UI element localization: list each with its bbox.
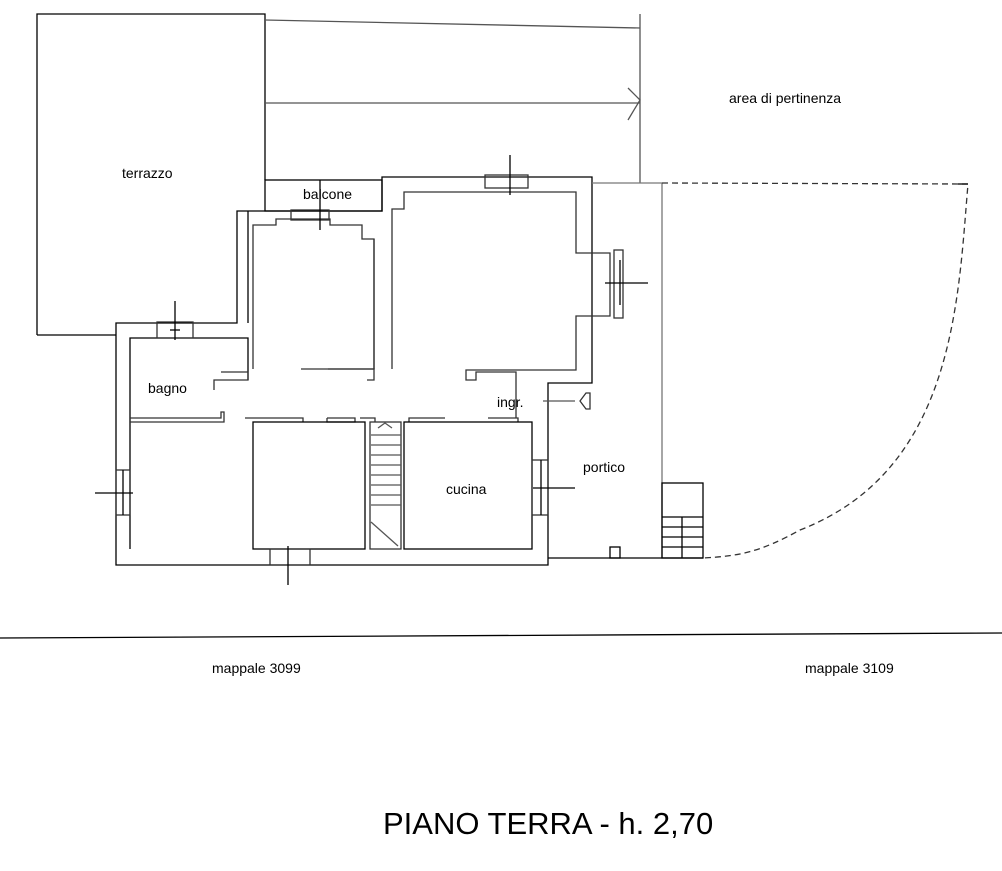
plan-title: PIANO TERRA - h. 2,70 (383, 806, 714, 841)
area-label: area di pertinenza (729, 90, 842, 106)
parcel-label-right: mappale 3109 (805, 660, 894, 676)
entrance-arrow-icon (579, 392, 591, 410)
room-label-bagno: bagno (148, 380, 187, 396)
room-label-cucina: cucina (446, 481, 487, 497)
window-markers (95, 155, 648, 585)
room-label-terrazzo: terrazzo (122, 165, 173, 181)
stairs (370, 422, 401, 547)
outer-walls (115, 176, 593, 566)
boundary-lines (0, 14, 1002, 639)
room-label-balcone: balcone (303, 186, 353, 202)
parcel-label-left: mappale 3099 (212, 660, 301, 676)
garden-boundary-dashed (661, 182, 969, 559)
portico-outline (548, 182, 704, 559)
terrazzo-outline (36, 13, 266, 336)
inner-walls (115, 174, 624, 566)
room-label-portico: portico (583, 459, 626, 475)
room-label-ingresso: ingr. (497, 394, 524, 410)
